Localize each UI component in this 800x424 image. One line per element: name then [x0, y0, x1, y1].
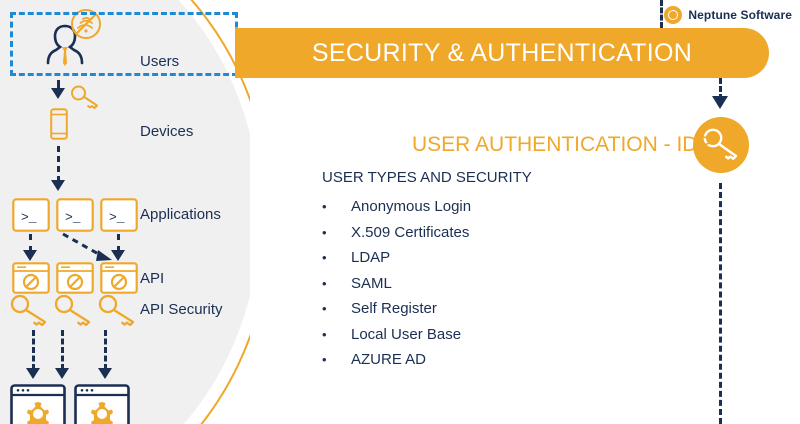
bullet-list: • Anonymous Login • X.509 Certificates •…: [322, 199, 682, 378]
terminal-icon: >_: [100, 198, 138, 232]
banner-title: SECURITY & AUTHENTICATION: [311, 38, 693, 67]
connector-key-bottom: [719, 183, 722, 424]
arrow-key2-app: [55, 368, 69, 379]
list-item: • Self Register: [322, 301, 682, 316]
api-window-icon: [100, 262, 138, 294]
key-icon: [54, 294, 91, 326]
row-label-users: Users: [140, 53, 180, 70]
browser-gear-icon: [74, 384, 130, 424]
list-item-label: Self Register: [351, 300, 437, 317]
connector-app1-api: [29, 234, 32, 252]
connector-key2-app: [61, 330, 64, 370]
key-icon: [71, 85, 98, 109]
selection-highlight-users[interactable]: [10, 12, 238, 76]
connector-banner-key: [719, 78, 722, 100]
arrow-key3-app: [98, 368, 112, 379]
terminal-icon: >_: [56, 198, 94, 232]
api-window-icon: [56, 262, 94, 294]
bullet-icon: •: [322, 199, 327, 214]
connector-app2-api-diagonal: [62, 232, 112, 261]
section-title: USER AUTHENTICATION - IDP: [412, 133, 712, 156]
neptune-ring-icon: [664, 6, 683, 24]
api-window-icon: [12, 262, 50, 294]
arrow-devices-apps: [51, 180, 65, 191]
brand-logo: Neptune Software: [664, 6, 792, 24]
arrow-banner-key: [712, 96, 728, 109]
key-icon: [98, 294, 135, 326]
row-label-devices: Devices: [140, 123, 194, 140]
connector-key1-app: [32, 330, 35, 370]
list-item-label: X.509 Certificates: [351, 223, 470, 241]
brand-name: Neptune Software: [688, 8, 792, 22]
bullet-icon: •: [322, 250, 327, 265]
bullet-icon: •: [322, 301, 327, 316]
bullet-icon: •: [322, 352, 327, 367]
list-item: • SAML: [322, 276, 682, 291]
svg-text:>_: >_: [21, 210, 37, 225]
row-label-api-security: API Security: [140, 301, 223, 318]
mobile-phone-icon: [50, 108, 68, 140]
connector-app3-api: [117, 234, 120, 252]
bullet-icon: •: [322, 224, 327, 240]
row-label-api: API: [140, 270, 165, 287]
list-item: • AZURE AD: [322, 352, 682, 367]
key-circle-icon: [693, 117, 749, 173]
bullet-icon: •: [322, 275, 327, 291]
connector-top-dashed: [660, 0, 663, 28]
list-item: • LDAP: [322, 250, 682, 265]
list-item-label: AZURE AD: [351, 351, 427, 368]
arrow-key1-app: [26, 368, 40, 379]
arrow-app1-api: [23, 250, 37, 261]
connector-devices-apps: [57, 146, 60, 182]
list-item: • Anonymous Login: [322, 199, 682, 214]
arrow-users-devices: [51, 88, 65, 99]
bullet-icon: •: [322, 326, 327, 342]
key-glyph-icon: [703, 128, 738, 160]
list-item-label: SAML: [351, 274, 392, 292]
svg-text:>_: >_: [109, 210, 125, 225]
list-item-label: Local User Base: [351, 325, 462, 343]
list-item: • Local User Base: [322, 327, 682, 342]
arrow-app3-api: [111, 250, 125, 261]
svg-text:>_: >_: [65, 210, 81, 225]
section-subtitle: USER TYPES AND SECURITY: [322, 169, 532, 186]
section-banner: SECURITY & AUTHENTICATION: [235, 28, 769, 78]
list-item-label: Anonymous Login: [351, 198, 472, 215]
list-item-label: LDAP: [351, 249, 391, 266]
key-icon: [10, 294, 47, 326]
row-label-applications: Applications: [140, 206, 221, 223]
terminal-icon: >_: [12, 198, 50, 232]
no-signal-icon: [71, 9, 101, 39]
connector-key3-app: [104, 330, 107, 370]
browser-gear-icon: [10, 384, 66, 424]
list-item: • X.509 Certificates: [322, 225, 682, 240]
connector-users-devices: [57, 80, 60, 90]
